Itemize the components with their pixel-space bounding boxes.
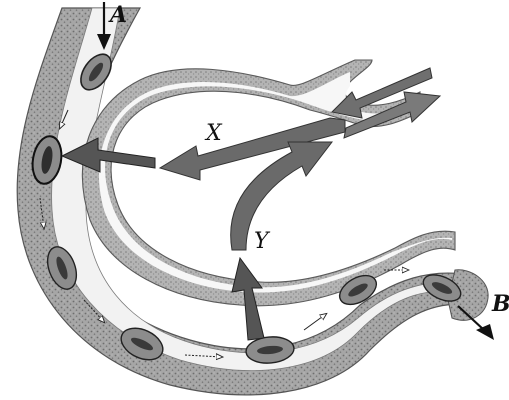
label-b: B [491, 291, 509, 317]
small-arrow-icon [304, 314, 326, 330]
label-a: A [108, 2, 127, 28]
label-x: X [204, 121, 223, 146]
label-y: Y [254, 229, 271, 254]
